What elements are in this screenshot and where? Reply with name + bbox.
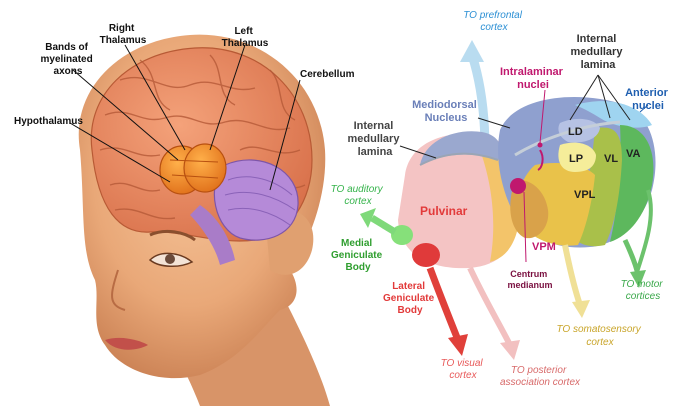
right-thalamus-label: Right Thalamus: [100, 23, 147, 46]
vpm-label: VPM: [532, 241, 556, 253]
vl-label: VL: [604, 153, 618, 165]
right-pointer-lines: [399, 74, 631, 159]
ld-region: [558, 118, 600, 143]
anterior-nuclei-label: Anterior nuclei: [625, 87, 671, 112]
cerebellum-shape: [213, 159, 299, 241]
lp-region: [558, 142, 596, 172]
vpm-region: [510, 179, 549, 239]
lateral-geniculate-label: Lateral Geniculate Body: [383, 281, 437, 316]
to-motor-label: TO motor cortices: [621, 279, 666, 302]
mouth: [105, 337, 148, 350]
cerebellum-folia: [224, 176, 296, 226]
head-illustration: Bands of myelinated axons Right Thalamus…: [14, 23, 355, 406]
ld-label: LD: [568, 126, 583, 138]
auditory-arrow: [370, 215, 397, 235]
to-visual-label: TO visual cortex: [441, 358, 486, 381]
internal-lamina-left-label: Internal medullary lamina: [347, 120, 402, 158]
pulvinar-label: Pulvinar: [420, 204, 468, 218]
internal-lamina-top-label: Internal medullary lamina: [570, 33, 625, 71]
eyebrow: [149, 229, 196, 242]
lateral-geniculate-shape: [412, 243, 440, 267]
va-label: VA: [626, 148, 641, 160]
to-auditory-label: TO auditory cortex: [331, 184, 386, 207]
thalamus-schematic: TO prefrontal cortex Internal medullary …: [331, 10, 671, 388]
nose: [111, 269, 126, 311]
lp-label: LP: [569, 153, 583, 165]
vpl-label: VPL: [574, 189, 596, 201]
to-somatosensory-label: TO somatosensory cortex: [556, 324, 643, 348]
left-pointer-lines: [69, 44, 301, 191]
intralaminar-label: Intralaminar nuclei: [500, 66, 566, 91]
bands-of-axons-label: Bands of myelinated axons: [40, 42, 95, 77]
medial-geniculate-label: Medial Geniculate Body: [331, 238, 385, 273]
centrum-medianum-shape: [510, 178, 526, 194]
centrum-medianum-label: Centrum medianum: [507, 269, 552, 290]
to-prefrontal-label: TO prefrontal cortex: [463, 10, 525, 33]
to-posterior-label: TO posterior association cortex: [500, 365, 581, 388]
left-thalamus-shape: [183, 143, 227, 193]
left-thalamus-label: Left Thalamus: [222, 26, 269, 49]
visual-arrow: [426, 266, 462, 342]
hypothalamus-label: Hypothalamus: [14, 116, 83, 127]
brainstem: [190, 205, 235, 265]
somatosensory-arrow: [562, 244, 583, 306]
anterior-nuclei-shape: [575, 101, 652, 128]
cerebellum-label: Cerebellum: [300, 69, 355, 80]
posterior-arrow: [467, 266, 513, 347]
mediodorsal-label: Mediodorsal Nucleus: [412, 99, 480, 124]
medial-geniculate-shape: [391, 225, 413, 245]
